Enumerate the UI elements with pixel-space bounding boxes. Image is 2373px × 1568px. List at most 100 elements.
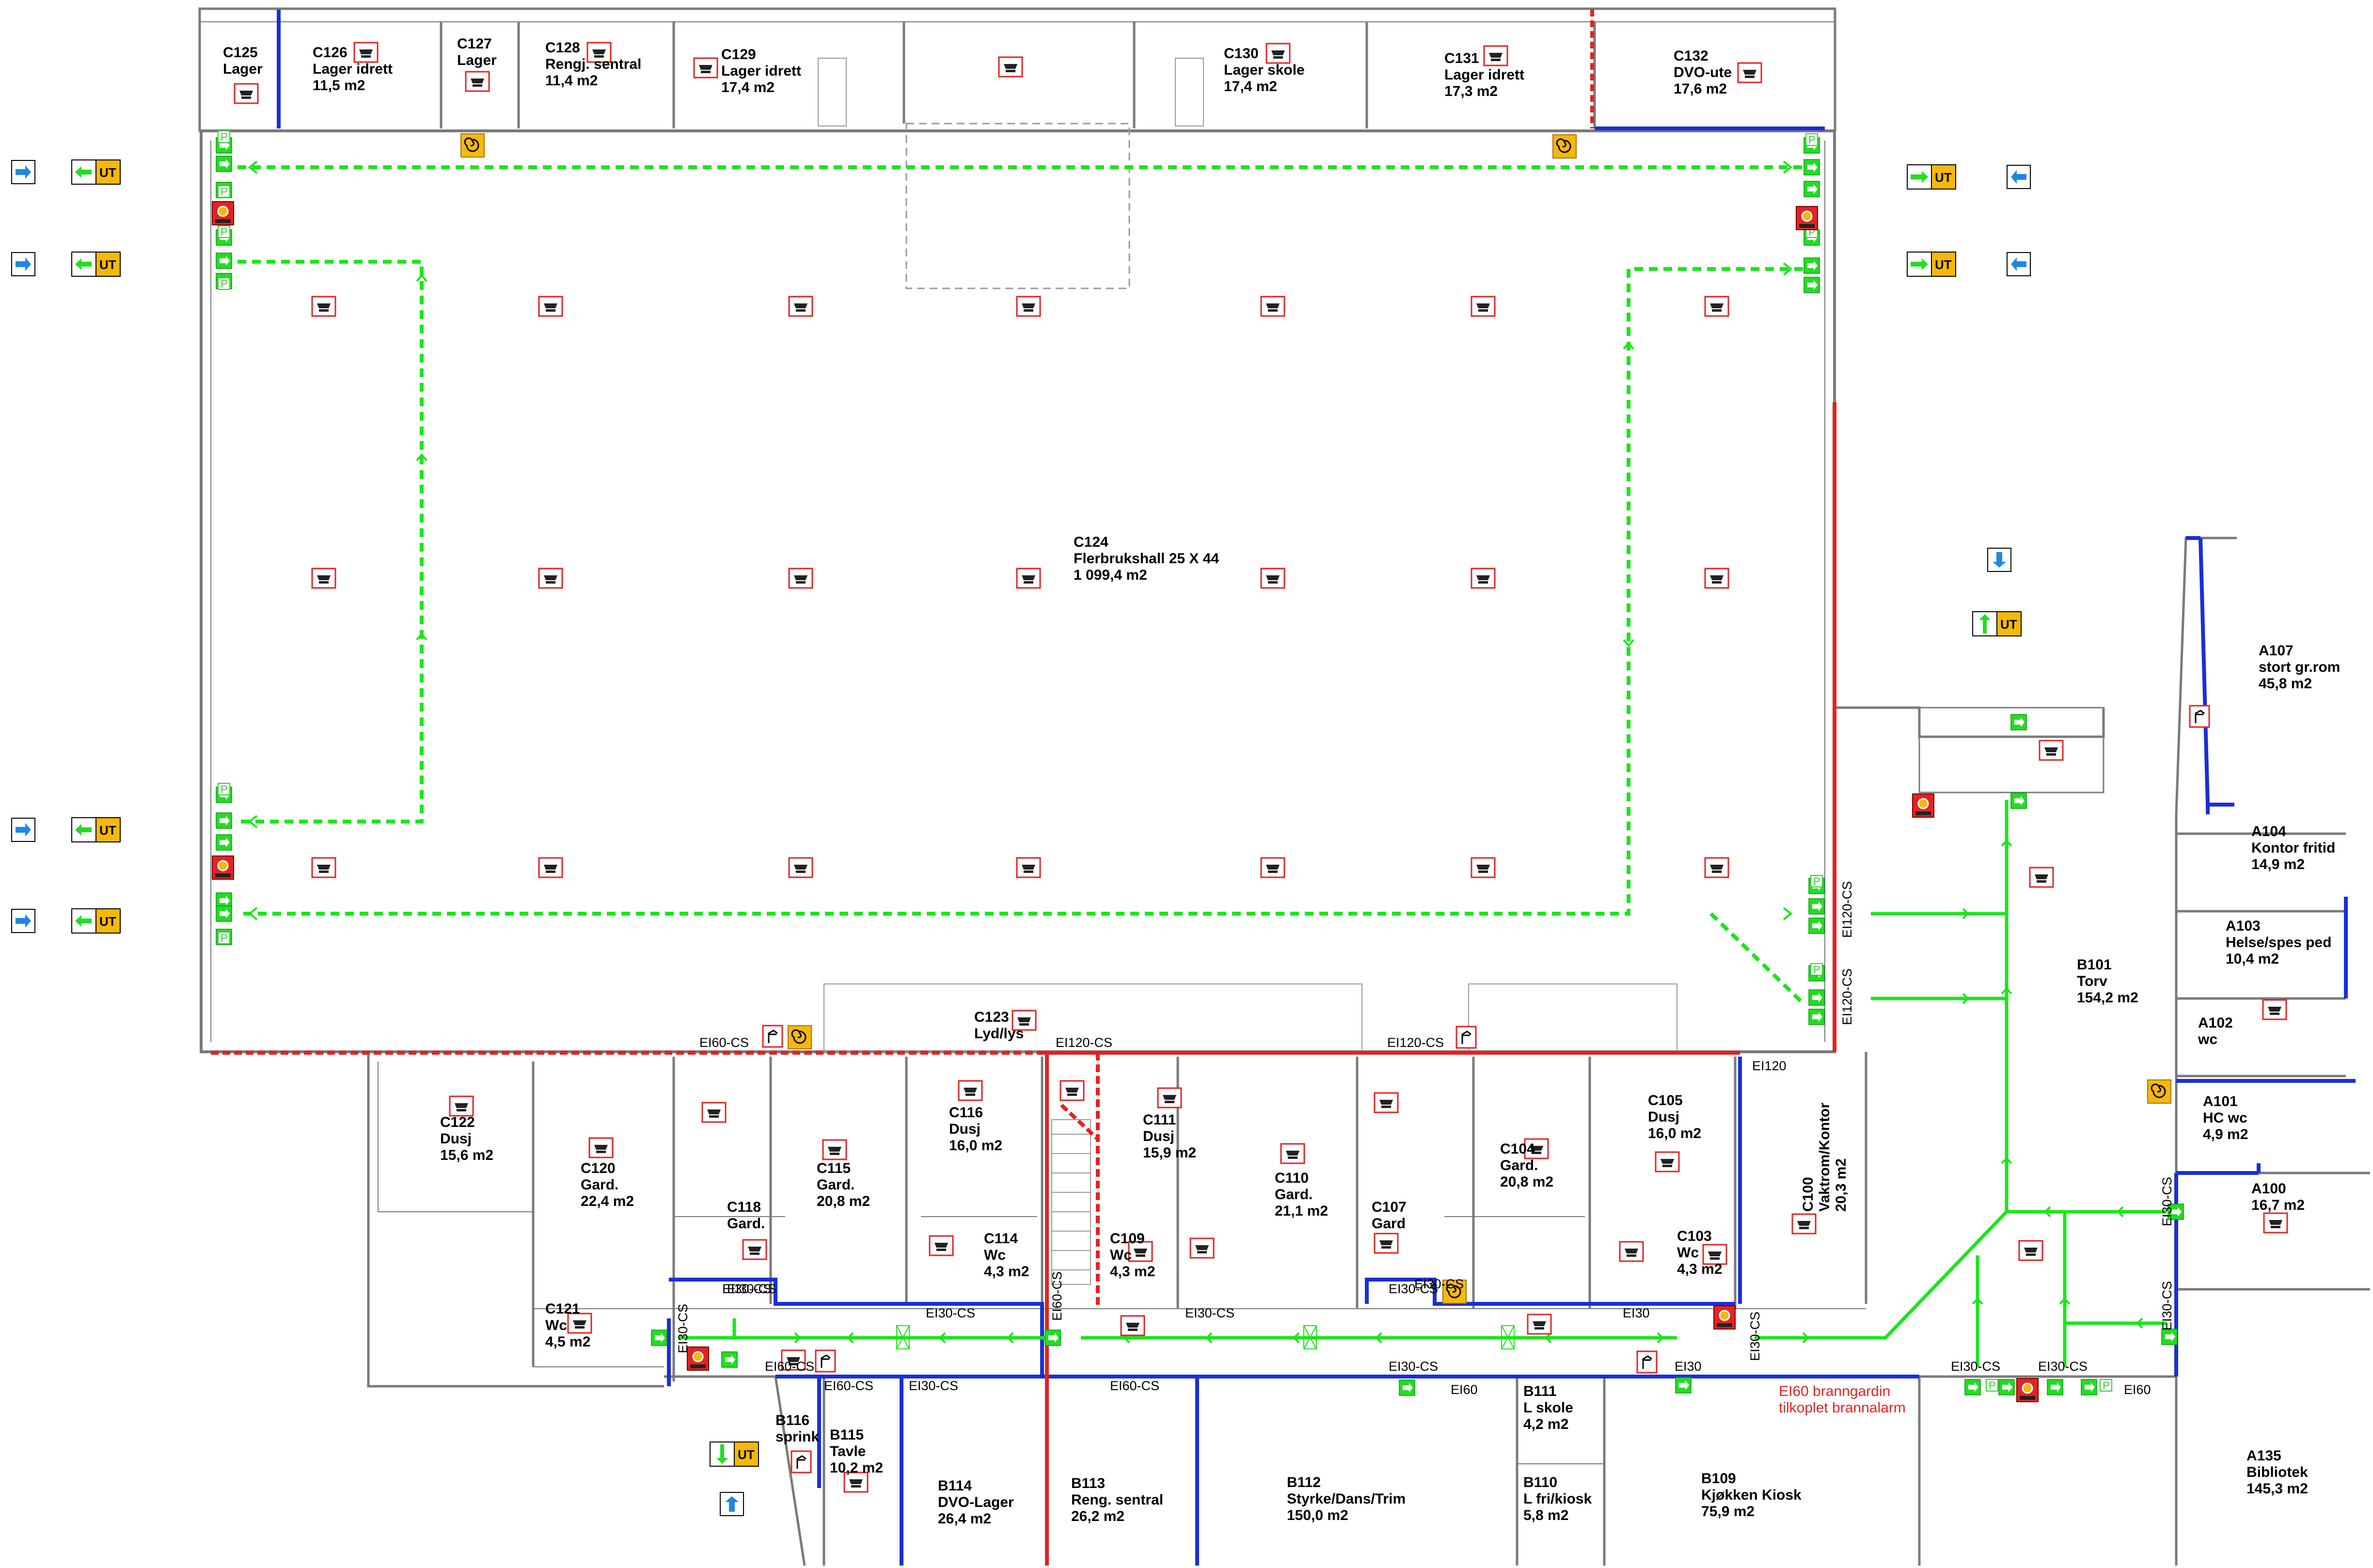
room-label-line: Wc [984, 1247, 1006, 1263]
fire-alarm-call-point-icon [1912, 793, 1934, 818]
p-marker: P [1810, 875, 1823, 887]
emergency-exit-sign-icon [2010, 792, 2027, 809]
room-label-line: 5,8 m2 [1523, 1507, 1568, 1523]
smoke-detector-icon [742, 1239, 767, 1260]
p-marker: P [1810, 963, 1823, 976]
smoke-detector-icon [1374, 1233, 1399, 1254]
fire-door-label: EI120-CS [1840, 968, 1854, 1025]
fire-door-label: EI120-CS [1056, 1035, 1112, 1050]
room-label-line: B116 [775, 1412, 809, 1428]
room-label-line: Dusj [949, 1121, 981, 1137]
emergency-exit-sign-icon [721, 1351, 738, 1368]
room-label-line: 26,4 m2 [938, 1511, 991, 1527]
room-label-line: 4,3 m2 [1110, 1264, 1155, 1280]
ut-label: UT [99, 823, 116, 838]
room-label-line: A107 [2259, 643, 2294, 659]
assembly-direction-arrow-icon [11, 160, 35, 184]
p-marker: P [1986, 1379, 1998, 1392]
smoke-detector-icon [1483, 45, 1508, 66]
fire-door-label: EI30-CS [722, 1282, 772, 1296]
fire-equipment-icon [815, 1349, 836, 1373]
smoke-detector-icon [701, 1102, 727, 1123]
fire-door-label: EI30-CS [2160, 1177, 2174, 1226]
emergency-exit-sign-icon [651, 1330, 667, 1346]
room-label-line: sprink [775, 1429, 819, 1445]
smoke-detector-icon [822, 1139, 847, 1160]
smoke-detector-icon [567, 1313, 592, 1334]
room-label-line: L fri/kiosk [1523, 1491, 1592, 1507]
room-label-line: C126 [313, 45, 348, 61]
room-label-line: 145,3 m2 [2246, 1481, 2308, 1497]
assembly-direction-arrow-icon [11, 818, 35, 842]
room-label-line: A104 [2251, 824, 2286, 839]
smoke-detector-icon [538, 296, 563, 317]
smoke-detector-icon [788, 296, 813, 317]
fire-hose-reel-icon [1442, 1280, 1467, 1304]
stairs [818, 58, 1677, 1285]
smoke-detector-icon [843, 1472, 869, 1493]
exit-ut-sign: UT [1972, 611, 2022, 636]
exit-signs [216, 137, 2184, 1396]
room-label-line: C104 [1500, 1141, 1535, 1157]
room-label-line: 4,5 m2 [545, 1334, 590, 1350]
fire-equipment-icon [791, 1450, 812, 1473]
emergency-exit-sign-icon [2161, 1329, 2178, 1345]
escape-route-chevrons [794, 839, 2143, 1344]
room-label-line: 20,8 m2 [817, 1193, 870, 1209]
room-label-line: Gard. [1275, 1187, 1313, 1203]
room-label-line: C131 [1444, 50, 1479, 66]
room-label-line: Rengj. sentral [545, 56, 641, 72]
smoke-detector-icon [586, 42, 612, 63]
smoke-detector-icon [1471, 296, 1496, 317]
smoke-detector-icon [1471, 857, 1496, 878]
smoke-detector-icon [311, 296, 336, 317]
room-label-line: 17,4 m2 [1224, 79, 1277, 95]
room-label-line: C109 [1110, 1231, 1145, 1247]
smoke-detector-icon [1016, 857, 1041, 878]
room-label-line: Lager idrett [313, 61, 393, 77]
room-label-line: C123 [974, 1009, 1009, 1025]
fire-hose-reel-icon [2147, 1079, 2171, 1104]
room-label-line: C127 [457, 36, 492, 52]
room-label-line: C132 [1674, 48, 1709, 64]
smoke-detector-icon [1704, 857, 1729, 878]
p-marker: P [218, 783, 230, 795]
smoke-detector-icon [1704, 568, 1729, 589]
ut-label: UT [99, 257, 116, 272]
assembly-direction-arrow-icon [11, 252, 35, 276]
p-marker-label: P [1808, 134, 1816, 146]
smoke-detector-icon [1619, 1241, 1644, 1262]
room-label-line: 16,0 m2 [949, 1138, 1002, 1154]
room-label-line: Gard. [581, 1177, 618, 1193]
p-marker-label: P [1813, 875, 1820, 887]
smoke-detector-icon [1060, 1080, 1085, 1101]
emergency-exit-sign-icon [1808, 918, 1825, 934]
room-label-line: 10,4 m2 [2226, 951, 2279, 967]
branngardin-note-1: EI60 branngardin [1779, 1383, 1890, 1399]
room-label-line: Lager idrett [721, 63, 801, 79]
room-label-line: Torv [2077, 973, 2107, 989]
room-label-line: Gard. [727, 1216, 765, 1232]
p-marker: P [2100, 1379, 2112, 1392]
room-label-line: 17,4 m2 [721, 79, 775, 95]
room-label-line: Kjøkken Kiosk [1701, 1487, 1802, 1503]
room-label-line: B111 [1523, 1383, 1556, 1399]
p-marker-label: P [221, 186, 228, 198]
room-label-line: Tavle [830, 1443, 866, 1459]
room-label-line: stort gr.rom [2259, 659, 2340, 675]
